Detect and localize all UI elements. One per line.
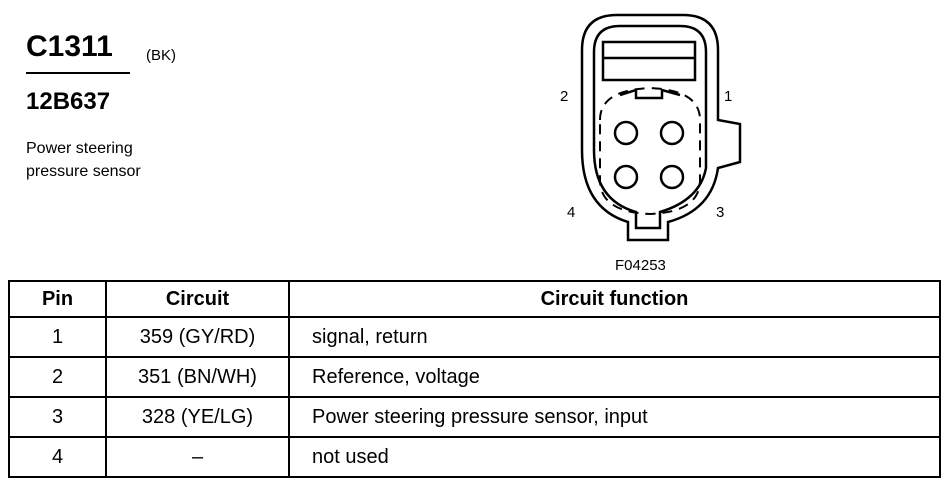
circuit-cell: 328 (YE/LG) bbox=[105, 396, 290, 438]
pin-label-2: 2 bbox=[560, 88, 568, 105]
description-line: Power steering bbox=[26, 140, 133, 157]
connector-face-diagram: 1 2 3 4 bbox=[560, 13, 742, 242]
figure-code: F04253 bbox=[615, 257, 666, 274]
pin-label-3: 3 bbox=[716, 204, 724, 221]
part-number: 12B637 bbox=[26, 88, 111, 115]
circuit-cell: 351 (BN/WH) bbox=[105, 356, 290, 398]
table-row: 1 359 (GY/RD) signal, return bbox=[8, 316, 941, 358]
function-cell: not used bbox=[288, 436, 941, 478]
column-header-circuit-function: Circuit function bbox=[288, 280, 941, 318]
pin-cell: 1 bbox=[8, 316, 107, 358]
table-row: 2 351 (BN/WH) Reference, voltage bbox=[8, 356, 941, 398]
table-row: 3 328 (YE/LG) Power steering pressure se… bbox=[8, 396, 941, 438]
pin-label-4: 4 bbox=[567, 204, 575, 221]
pin-cavity-1 bbox=[659, 120, 685, 146]
column-header-pin: Pin bbox=[8, 280, 107, 318]
connector-housing bbox=[580, 13, 742, 242]
pin-cavity-4 bbox=[613, 164, 639, 190]
connector-color-code: (BK) bbox=[146, 47, 176, 64]
column-header-circuit: Circuit bbox=[105, 280, 290, 318]
table-header-row: Pin Circuit Circuit function bbox=[8, 280, 941, 318]
title-underline bbox=[26, 72, 130, 74]
function-cell: Power steering pressure sensor, input bbox=[288, 396, 941, 438]
terminal-cavity-outline bbox=[599, 86, 701, 216]
pinout-table: Pin Circuit Circuit function 1 359 (GY/R… bbox=[8, 280, 941, 478]
description-line: pressure sensor bbox=[26, 163, 141, 180]
pin-cavity-3 bbox=[659, 164, 685, 190]
pin-label-1: 1 bbox=[724, 88, 732, 105]
pin-cell: 4 bbox=[8, 436, 107, 478]
function-cell: Reference, voltage bbox=[288, 356, 941, 398]
pin-cell: 3 bbox=[8, 396, 107, 438]
function-cell: signal, return bbox=[288, 316, 941, 358]
pin-cell: 2 bbox=[8, 356, 107, 398]
pin-cavity-2 bbox=[613, 120, 639, 146]
table-row: 4 – not used bbox=[8, 436, 941, 478]
circuit-cell: – bbox=[105, 436, 290, 478]
connector-id: C1311 bbox=[26, 30, 113, 63]
circuit-cell: 359 (GY/RD) bbox=[105, 316, 290, 358]
